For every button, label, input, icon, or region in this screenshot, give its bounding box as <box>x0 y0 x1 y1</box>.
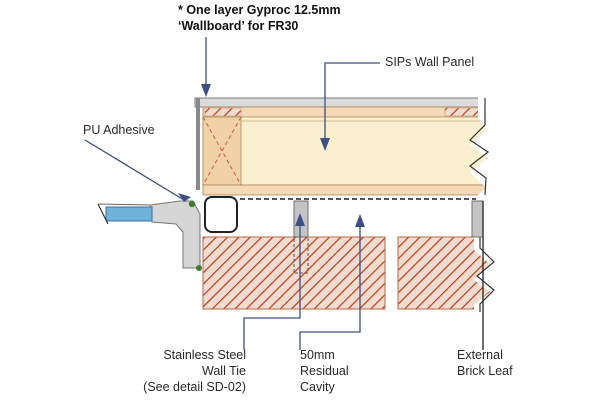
gyproc-label-line1: * One layer Gyproc 12.5mm <box>178 3 341 17</box>
stud-cross-b <box>202 116 242 186</box>
leader-pu-arrow <box>178 193 191 202</box>
cavity-label-line3: Cavity <box>300 380 335 394</box>
brick-break-mask <box>474 232 600 315</box>
sips-break-mask <box>470 95 600 200</box>
brick-leaf-label-line2: Brick Leaf <box>457 364 513 378</box>
sips-label: SIPs Wall Panel <box>385 55 475 69</box>
cavity-closer <box>204 196 238 233</box>
leader-wall-tie-arrow <box>295 213 305 226</box>
wall-tie-label-line3: (See detail SD-02) <box>143 380 246 394</box>
brick-leaf-left <box>202 236 386 310</box>
leader-sips-arrow <box>320 138 330 151</box>
window-glass <box>105 206 153 222</box>
brick-face-post <box>471 200 484 238</box>
window-frame <box>149 200 201 269</box>
leader-cavity <box>299 225 361 350</box>
sips-break-line <box>469 98 490 196</box>
wall-tie-lower <box>293 236 309 274</box>
pu-adhesive-dot-top <box>188 200 196 208</box>
cavity-label-line1: 50mm <box>300 348 335 362</box>
top-batten-left <box>204 107 242 117</box>
leader-pu <box>84 139 185 201</box>
gyproc-label-line2: ‘Wallboard’ for FR30 <box>178 19 299 33</box>
window-glass-edge <box>97 203 109 225</box>
gyproc-wallboard <box>194 97 488 108</box>
leader-sips <box>324 62 380 140</box>
brick-leaf-label-line1: External <box>457 348 503 362</box>
leader-gyproc-arrow <box>201 84 211 97</box>
wall-tie-label-line1: Stainless Steel <box>163 348 246 362</box>
cavity-label-line2: Residual <box>300 364 349 378</box>
leader-wall-tie <box>243 224 301 350</box>
window-glass-top <box>97 203 151 206</box>
pu-adhesive-label: PU Adhesive <box>83 123 155 137</box>
brick-break-line <box>476 234 495 312</box>
sips-insulation-core <box>202 116 488 186</box>
wall-tie-label-line2: Wall Tie <box>202 364 246 378</box>
pu-adhesive-dot-bottom <box>196 265 202 271</box>
leader-cavity-arrow <box>355 214 365 227</box>
top-sheathing-board <box>202 106 488 118</box>
bottom-sheathing-board <box>202 184 488 196</box>
